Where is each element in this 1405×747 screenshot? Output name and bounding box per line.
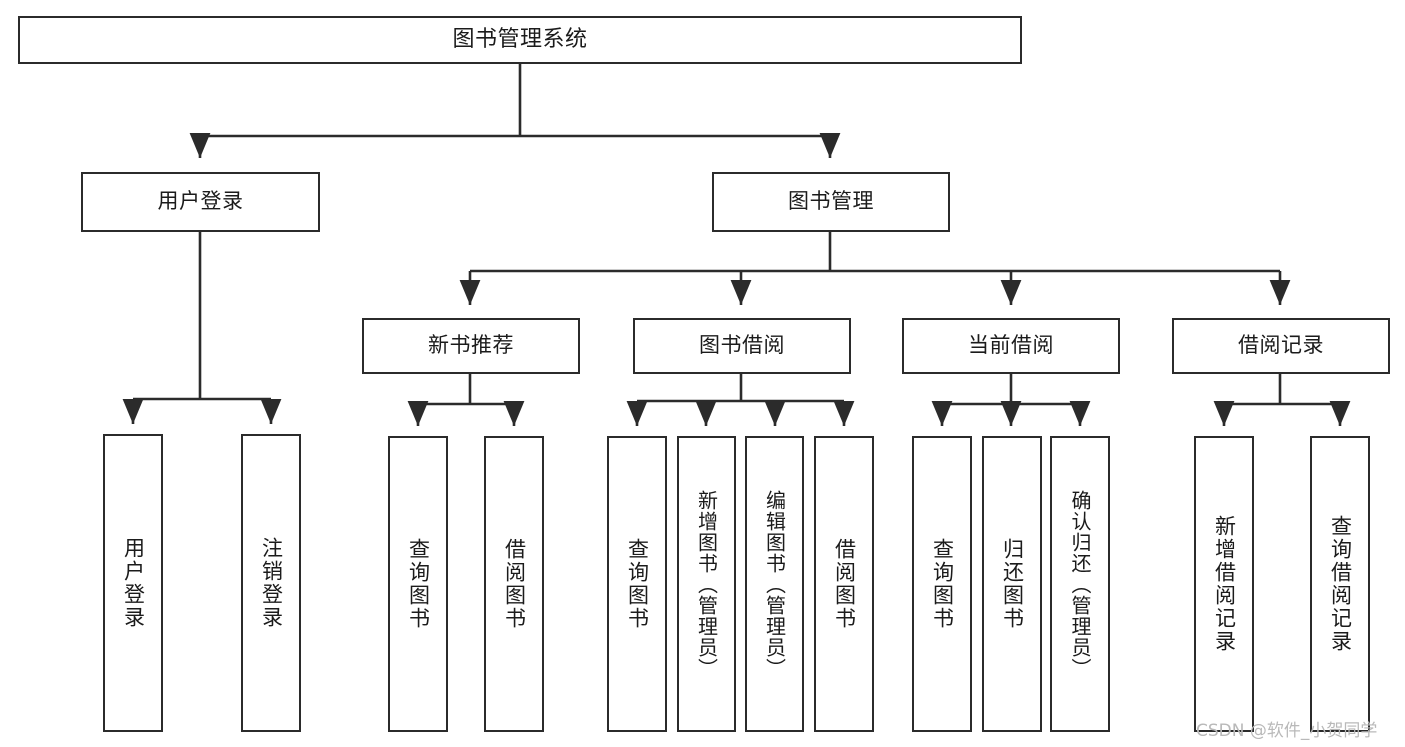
node-leaf-user-login[interactable]: 用户登录 [103, 434, 163, 732]
node-label: 借阅图书 [502, 538, 527, 630]
node-leaf-return-book[interactable]: 归还图书 [982, 436, 1042, 732]
csdn-watermark: CSDN @软件_小贺同学 [1196, 721, 1378, 741]
node-label: 新增借阅记录 [1212, 515, 1237, 653]
node-label: 新增图书（管理员） [694, 489, 719, 679]
node-leaf-edit-book[interactable]: 编辑图书（管理员） [745, 436, 804, 732]
node-label: 确认归还（管理员） [1068, 489, 1092, 679]
node-new-book-recommend[interactable]: 新书推荐 [362, 318, 580, 374]
node-label: 查询图书 [406, 538, 431, 630]
node-leaf-query-book-1[interactable]: 查询图书 [388, 436, 448, 732]
node-label: 归还图书 [1000, 538, 1025, 630]
node-book-borrow[interactable]: 图书借阅 [633, 318, 851, 374]
node-leaf-query-record[interactable]: 查询借阅记录 [1310, 436, 1370, 732]
node-label: 图书管理系统 [452, 26, 588, 52]
node-label: 用户登录 [157, 189, 244, 214]
node-book-management[interactable]: 图书管理 [712, 172, 950, 232]
node-leaf-query-book-3[interactable]: 查询图书 [912, 436, 972, 732]
node-label: 注销登录 [259, 537, 284, 629]
node-label: 新书推荐 [428, 333, 514, 358]
node-leaf-borrow-book-2[interactable]: 借阅图书 [814, 436, 874, 732]
node-label: 编辑图书（管理员） [762, 489, 787, 679]
node-label: 查询借阅记录 [1328, 515, 1353, 653]
node-label: 图书管理 [788, 189, 874, 214]
node-label: 当前借阅 [968, 333, 1054, 358]
node-label: 用户登录 [121, 537, 146, 629]
node-label: 图书借阅 [699, 333, 785, 358]
node-leaf-add-record[interactable]: 新增借阅记录 [1194, 436, 1254, 732]
node-leaf-logout-login[interactable]: 注销登录 [241, 434, 301, 732]
node-current-borrow[interactable]: 当前借阅 [902, 318, 1120, 374]
node-leaf-borrow-book-1[interactable]: 借阅图书 [484, 436, 544, 732]
node-label: 借阅图书 [832, 538, 857, 630]
node-label: 查询图书 [930, 538, 955, 630]
node-user-login[interactable]: 用户登录 [81, 172, 320, 232]
node-label: 查询图书 [625, 538, 650, 630]
node-leaf-query-book-2[interactable]: 查询图书 [607, 436, 667, 732]
node-book-management-system[interactable]: 图书管理系统 [18, 16, 1022, 64]
node-leaf-confirm-return[interactable]: 确认归还（管理员） [1050, 436, 1110, 732]
node-leaf-add-book[interactable]: 新增图书（管理员） [677, 436, 736, 732]
node-label: 借阅记录 [1238, 333, 1324, 358]
node-borrow-record[interactable]: 借阅记录 [1172, 318, 1390, 374]
